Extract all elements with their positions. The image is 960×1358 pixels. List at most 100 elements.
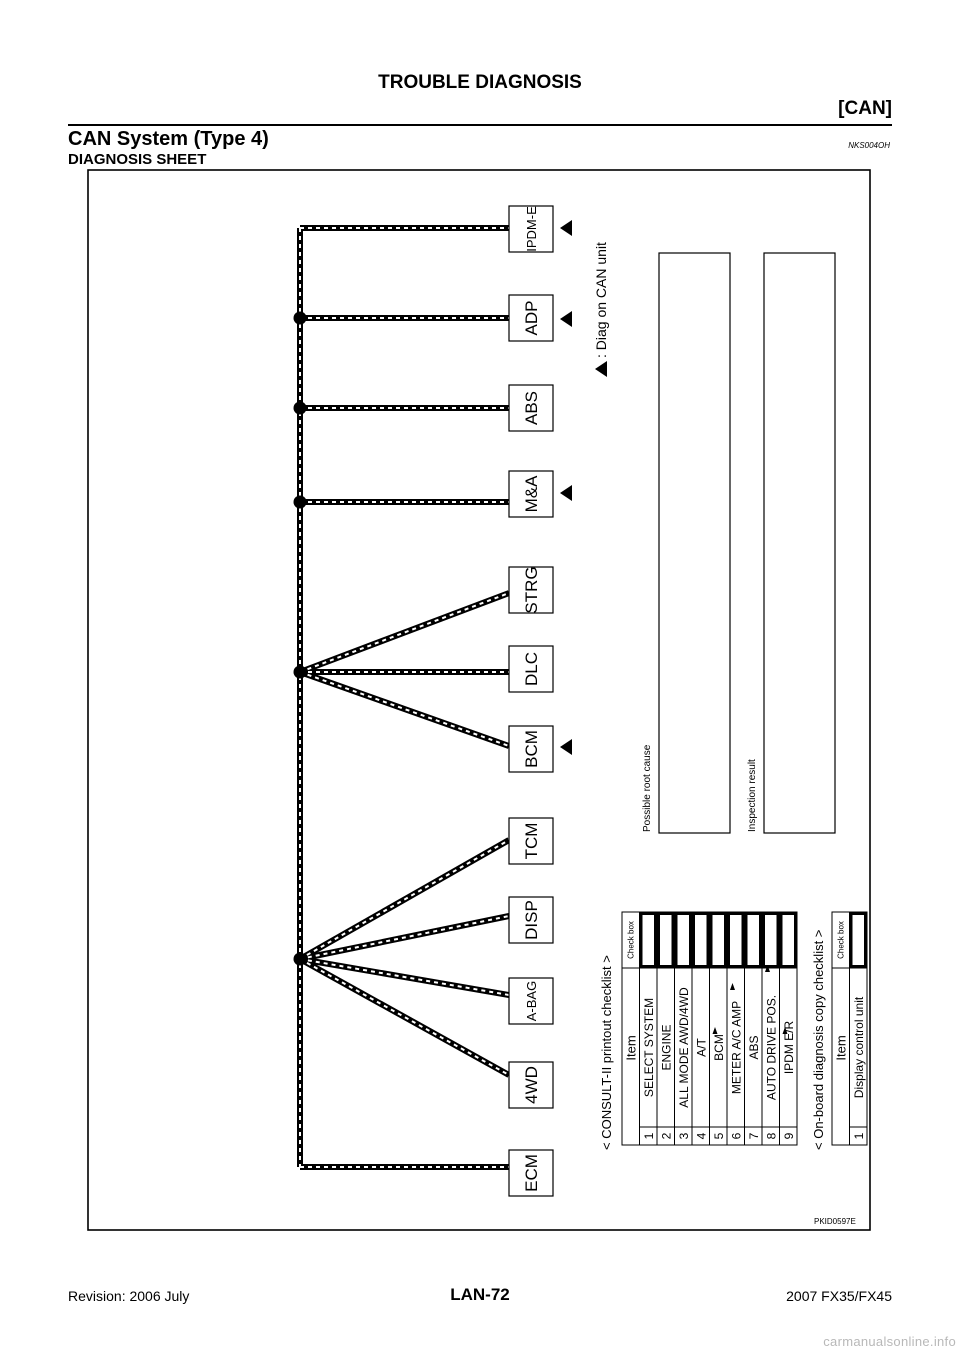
diag-marker-ma xyxy=(560,485,572,501)
check-box[interactable] xyxy=(709,912,727,968)
footer-model: 2007 FX35/FX45 xyxy=(786,1288,892,1304)
checklist-row: 1 Display control unit xyxy=(849,912,867,1139)
checklist-row: 4 A/T xyxy=(692,912,710,1139)
row-number: 4 xyxy=(695,1132,709,1139)
row-item: ENGINE xyxy=(660,1024,674,1070)
row-number: 1 xyxy=(642,1132,656,1139)
unit-label: M&A xyxy=(522,475,541,513)
row-item: BCM xyxy=(712,1034,726,1061)
row-item: Display control unit xyxy=(852,996,866,1098)
row-number: 2 xyxy=(660,1132,674,1139)
unit-box-adp: ADP xyxy=(508,294,554,342)
diag-markers xyxy=(560,220,607,755)
possible-root-cause-label: Possible root cause xyxy=(642,744,653,832)
unit-label: A-BAG xyxy=(524,981,539,1021)
bus-line-dash xyxy=(299,671,510,747)
row-number: 6 xyxy=(730,1132,744,1139)
header-rule xyxy=(68,124,892,126)
check-box[interactable] xyxy=(744,912,762,968)
bus-junction xyxy=(293,495,307,509)
unit-box-frame xyxy=(508,645,554,693)
table-check-header: Check box xyxy=(837,921,846,959)
consult-checklist-title: < CONSULT-II printout checklist > xyxy=(599,955,614,1150)
unit-box-abs: ABS xyxy=(508,384,554,432)
diag-marker-bcm xyxy=(560,739,572,755)
row-number: 3 xyxy=(677,1132,691,1139)
diag-marker-adp xyxy=(560,311,572,327)
check-box[interactable] xyxy=(639,912,657,968)
unit-label: ECM xyxy=(522,1154,541,1192)
bus-junction xyxy=(293,401,307,415)
check-box[interactable] xyxy=(674,912,692,968)
unit-box-ecm: ECM xyxy=(508,1149,554,1197)
footer-page-number: LAN-72 xyxy=(450,1285,510,1304)
check-box[interactable] xyxy=(692,912,710,968)
diag-marker-legend xyxy=(595,361,607,377)
unit-label: STRG xyxy=(522,566,541,613)
legend-text: : Diag on CAN unit xyxy=(593,242,609,358)
section-title: CAN System (Type 4) xyxy=(68,128,269,150)
unit-box-frame xyxy=(508,896,554,944)
unit-box-frame xyxy=(508,1149,554,1197)
section-code: NKS004OH xyxy=(848,141,890,150)
unit-box-tcm: TCM xyxy=(508,817,554,865)
check-box[interactable] xyxy=(779,912,797,968)
bus-line-dash xyxy=(299,958,510,996)
row-item: SELECT SYSTEM xyxy=(642,998,656,1097)
diag-marker-small xyxy=(765,965,770,972)
unit-box-frame xyxy=(508,294,554,342)
unit-label: BCM xyxy=(522,730,541,768)
bus-junction xyxy=(293,311,307,325)
unit-box-frame xyxy=(508,725,554,773)
footer-revision: Revision: 2006 July xyxy=(68,1288,190,1304)
unit-box-4wd: 4WD xyxy=(508,1061,554,1109)
unit-box-strg: STRG xyxy=(508,566,554,614)
checklist-row: 3 ALL MODE AWD/4WD xyxy=(674,912,692,1139)
row-item: METER A/C AMP xyxy=(730,1001,744,1094)
bus-line-dash xyxy=(299,839,510,960)
unit-box-dlc: DLC xyxy=(508,645,554,693)
checklist-row: 5 BCM xyxy=(709,912,727,1139)
unit-box-m-a: M&A xyxy=(508,470,554,518)
check-box[interactable] xyxy=(727,912,745,968)
unit-label: TCM xyxy=(522,823,541,860)
row-number: 8 xyxy=(765,1132,779,1139)
bus-line-dash xyxy=(299,592,510,673)
row-item: ALL MODE AWD/4WD xyxy=(677,987,691,1108)
figure-code: PKID0597E xyxy=(814,1217,856,1226)
check-box[interactable] xyxy=(762,912,780,968)
checklist-row: 1 SELECT SYSTEM xyxy=(639,912,657,1139)
checklist-row: 6 METER A/C AMP xyxy=(727,912,745,1139)
row-number: 5 xyxy=(712,1132,726,1139)
row-item: IPDM E/R xyxy=(782,1021,796,1075)
table-item-header: Item xyxy=(624,1035,639,1060)
unit-box-a-bag: A-BAG xyxy=(508,977,554,1025)
bus-line-dash xyxy=(299,915,510,960)
inspection-result-label: Inspection result xyxy=(747,759,758,832)
unit-label: ABS xyxy=(522,391,541,425)
row-number: 1 xyxy=(852,1132,866,1139)
onboard-checklist-title: < On-board diagnosis copy checklist > xyxy=(811,930,826,1150)
check-box[interactable] xyxy=(849,912,867,968)
bus-junction xyxy=(293,952,307,966)
unit-box-frame xyxy=(508,817,554,865)
diag-marker-small xyxy=(730,983,735,990)
diag-marker-small xyxy=(712,1027,718,1034)
diagram-frame xyxy=(87,169,871,1231)
unit-box-frame xyxy=(508,566,554,614)
diag-marker-small xyxy=(782,1027,788,1034)
row-item: A/T xyxy=(695,1037,709,1056)
sub-title: DIAGNOSIS SHEET xyxy=(68,151,207,168)
unit-box-ipdm-e: IPDM-E xyxy=(508,205,554,253)
unit-label: 4WD xyxy=(522,1066,541,1104)
unit-label: DISP xyxy=(522,900,541,940)
checklist-row: 2 ENGINE xyxy=(657,912,675,1139)
diag-marker-ipdm xyxy=(560,220,572,236)
row-item: ABS xyxy=(747,1035,761,1059)
check-box[interactable] xyxy=(657,912,675,968)
unit-label: IPDM-E xyxy=(524,206,539,252)
can-unit-boxes: ECM 4WD A-BAG DISP TCM BCM DLC STRG M&A ABS ADP IPD… xyxy=(508,205,554,1197)
